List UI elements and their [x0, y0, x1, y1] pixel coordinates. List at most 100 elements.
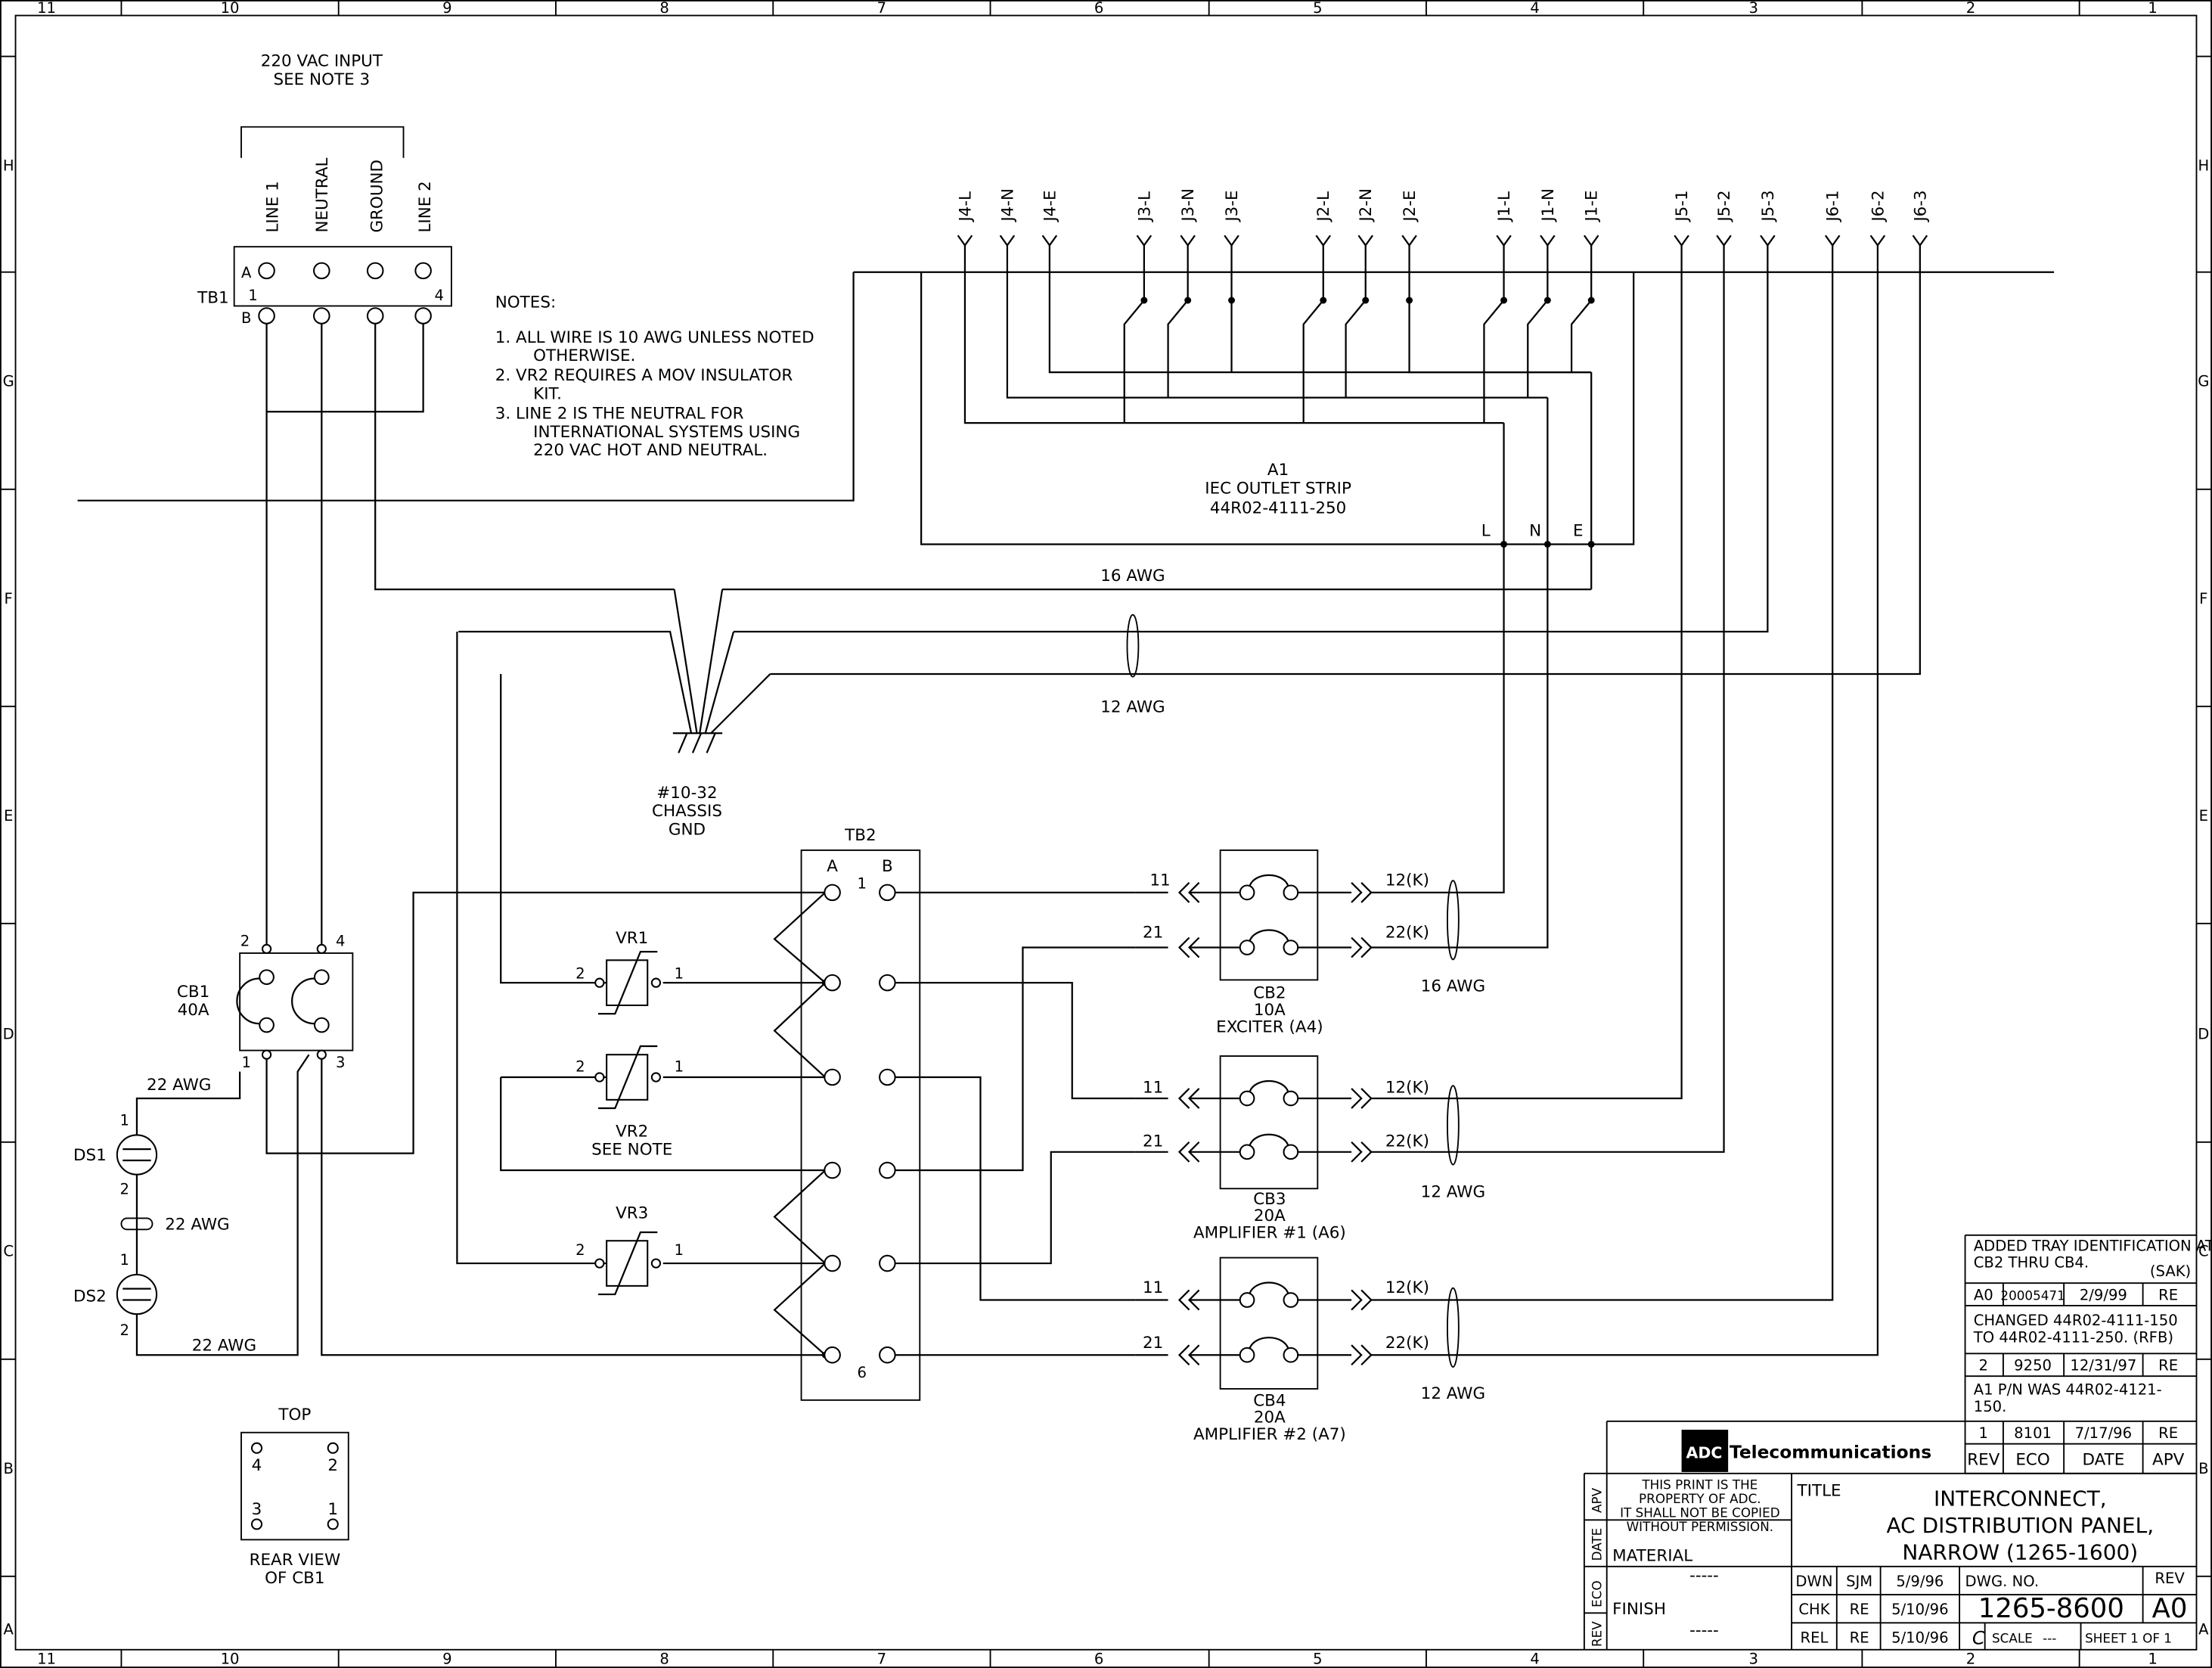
zone-column-label: 4: [1530, 1650, 1539, 1667]
wire-junction: [1362, 297, 1370, 304]
a1-name: IEC OUTLET STRIP: [1205, 479, 1351, 498]
ds2-pin-1: 1: [120, 1251, 129, 1269]
rear-view-pin-4: 4: [252, 1456, 262, 1475]
zone-column-label: 5: [1313, 1650, 1322, 1667]
wire: [894, 982, 1136, 1100]
cb4-out-bottom: 22(K): [1385, 1334, 1429, 1353]
rev-a0-desc-1: ADDED TRAY IDENTIFICATION AT: [1974, 1237, 2212, 1254]
jack-label: J2-E: [1401, 190, 1419, 222]
tb1-terminal-block: TB1 A B 1 4: [197, 246, 452, 327]
breaker-contact: [1283, 1090, 1299, 1107]
wire: [500, 1076, 826, 1172]
varistor-body: [606, 959, 649, 1006]
cb1-arc: [236, 977, 315, 1025]
varistor-pin: [594, 1258, 605, 1269]
wire: [135, 1071, 241, 1135]
wire-junction: [1543, 297, 1551, 304]
tb2-terminal-a: [824, 884, 841, 902]
zone-column-label: 10: [221, 1650, 240, 1667]
jack-connector: [1912, 235, 1928, 247]
wire-junction: [1406, 297, 1413, 304]
tb1-row-b: B: [241, 309, 251, 327]
cb2-rating: 10A: [1254, 1001, 1286, 1020]
tb1-pin-1: 1: [248, 287, 257, 304]
wire-junction: [1500, 297, 1508, 304]
breaker-output-connector: [1351, 1344, 1373, 1366]
rear-view-pin: [250, 1442, 263, 1454]
rev-1-apv: RE: [2158, 1424, 2178, 1442]
dwn-date: 5/9/96: [1896, 1573, 1944, 1590]
chassis-ground: #10-32 CHASSIS GND: [652, 732, 723, 839]
rear-view-top-label: TOP: [278, 1406, 311, 1424]
cb3-load: AMPLIFIER #1 (A6): [1193, 1224, 1346, 1243]
jack-connector: [1760, 235, 1776, 247]
breaker-body: [1219, 1256, 1319, 1390]
title-line-1: INTERCONNECT,: [1934, 1486, 2107, 1511]
dwn-by: SJM: [1846, 1573, 1872, 1590]
cb2-out-bottom: 22(K): [1385, 924, 1429, 943]
rear-view-body: [240, 1431, 349, 1541]
a1-pin-e: E: [1573, 521, 1584, 540]
note-line: KIT.: [533, 384, 562, 403]
zone-column-label: 10: [221, 0, 240, 17]
wire: [458, 630, 693, 734]
title-line-3: NARROW (1265-1600): [1902, 1539, 2138, 1564]
jack-connector: [957, 235, 973, 247]
a1-part-number: 44R02-4111-250: [1210, 499, 1346, 517]
wire: [321, 315, 424, 949]
tb1-row-a: A: [241, 264, 252, 281]
tb2-terminal-a: [824, 1068, 841, 1086]
cb1-contact: [313, 1017, 330, 1033]
cb2-in-top: 11: [1149, 871, 1170, 890]
breaker-arc: [1249, 1337, 1289, 1349]
ground-symbol: [672, 732, 723, 753]
note-line: OTHERWISE.: [533, 346, 635, 365]
ds2-body: [116, 1273, 158, 1315]
zone-column-label: 6: [1094, 1650, 1103, 1667]
wire: [1143, 245, 1233, 301]
wire: [135, 1054, 310, 1356]
cb2-wire-gauge: 16 AWG: [1421, 977, 1485, 996]
a1-ref: A1: [1267, 461, 1289, 480]
a1-pin-l: L: [1481, 521, 1491, 540]
cb1-ref: CB1: [177, 983, 209, 1002]
zone-column-label: 9: [442, 0, 451, 17]
wiring: [77, 245, 2055, 1359]
wire: [770, 245, 1921, 676]
zone-row-label: B: [3, 1460, 13, 1477]
zone-column-label: 8: [659, 0, 669, 17]
cb4-out-top: 12(K): [1385, 1278, 1429, 1297]
tb2-terminal-b: [879, 1068, 896, 1086]
breaker-arc: [1249, 1133, 1289, 1145]
zone-row-label: E: [2199, 807, 2208, 825]
dwn-label: DWN: [1795, 1573, 1832, 1590]
rev-header-eco: ECO: [2015, 1451, 2049, 1470]
tb2-terminal-b: [879, 974, 896, 992]
tb2-terminal-b: [879, 884, 896, 902]
wire: [1453, 245, 1834, 1301]
zone-row-label: D: [2198, 1026, 2209, 1043]
breaker-contact: [1239, 1090, 1255, 1107]
tb1-terminal: [258, 262, 275, 280]
wire: [1006, 245, 1548, 399]
cb3-out-bottom: 22(K): [1385, 1132, 1429, 1151]
company-name: Telecommunications: [1730, 1442, 1931, 1462]
varistor-vr2: 2 1 VR2 SEE NOTE: [575, 1058, 684, 1160]
zone-column-label: 1: [2148, 0, 2157, 17]
wire: [773, 1263, 827, 1356]
lamp-ds1: DS1 1 2: [73, 1111, 158, 1198]
notes: NOTES: 1. ALL WIRE IS 10 AWG UNLESS NOTE…: [495, 293, 814, 460]
zone-column-label: 7: [877, 1650, 886, 1667]
property-notice: WITHOUT PERMISSION.: [1627, 1519, 1774, 1534]
rev-1-desc-1: A1 P/N WAS 44R02-4121-: [1974, 1381, 2162, 1398]
wire: [1322, 245, 1410, 301]
wire: [894, 1151, 1136, 1265]
rev-2-desc-2: TO 44R02-4111-250. (RFB): [1973, 1328, 2173, 1346]
tb1-terminal: [414, 262, 432, 280]
rev-2-apv: RE: [2158, 1357, 2178, 1374]
wire-junction: [1228, 297, 1236, 304]
chk-label: CHK: [1798, 1601, 1830, 1618]
breaker-symbols: [1135, 850, 1460, 1390]
breaker-contact: [1283, 1347, 1299, 1363]
